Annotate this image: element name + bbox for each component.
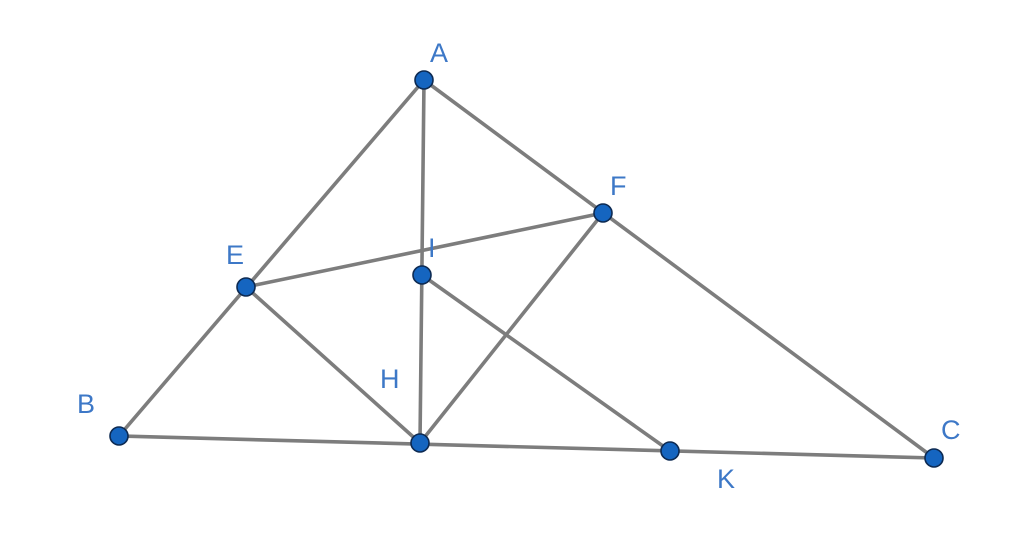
point-k xyxy=(660,441,680,461)
segment-ac xyxy=(422,78,936,460)
point-label-c: C xyxy=(941,415,961,445)
point-b xyxy=(109,426,129,446)
point-label-h: H xyxy=(380,364,400,394)
segment-ah xyxy=(418,78,426,445)
segment-eh xyxy=(244,285,422,445)
point-label-f: F xyxy=(610,171,627,201)
point-a xyxy=(414,70,434,90)
point-i xyxy=(412,265,432,285)
segment-ab xyxy=(117,78,426,438)
point-label-e: E xyxy=(226,240,244,270)
segment-bc xyxy=(117,434,936,460)
segment-fh xyxy=(418,211,605,445)
point-e xyxy=(236,277,256,297)
point-f xyxy=(593,203,613,223)
points-layer xyxy=(109,70,944,468)
point-label-b: B xyxy=(77,389,95,419)
point-label-a: A xyxy=(430,38,448,68)
point-label-k: K xyxy=(717,464,735,494)
point-c xyxy=(924,448,944,468)
segment-ef xyxy=(244,211,605,289)
point-h xyxy=(410,433,430,453)
segments-layer xyxy=(117,78,936,460)
segment-ik xyxy=(420,273,672,453)
labels-layer: A B C E F I H K xyxy=(77,38,961,494)
point-label-i: I xyxy=(428,233,436,263)
